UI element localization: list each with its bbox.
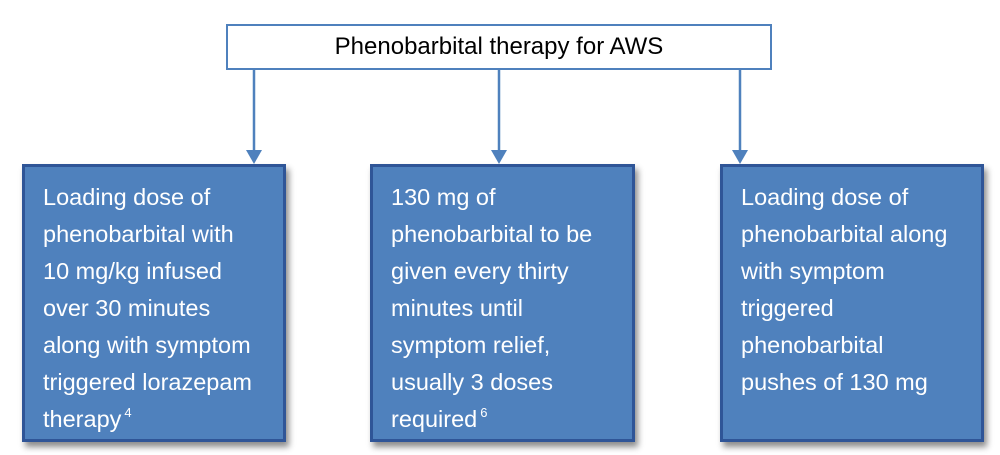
node-1-line: phenobarbital with (43, 221, 234, 247)
node-3-line: pushes of 130 mg (741, 369, 928, 395)
arrowhead-3 (732, 150, 748, 164)
node-1-line: 10 mg/kg infused (43, 258, 222, 284)
arrowhead-2 (491, 150, 507, 164)
option-node-130mg-every-30min: 130 mg of phenobarbital to be given ever… (370, 164, 635, 442)
root-node: Phenobarbital therapy for AWS (226, 24, 772, 70)
reference-superscript: 4 (124, 405, 132, 420)
node-1-line-text: therapy (43, 406, 122, 432)
root-node-label: Phenobarbital therapy for AWS (334, 33, 664, 60)
node-2-line: phenobarbital to be (391, 221, 593, 247)
node-2-line: minutes until (391, 295, 523, 321)
node-2-line: 130 mg of (391, 184, 496, 210)
node-2-line: usually 3 doses (391, 369, 553, 395)
option-node-loading-dose-phenobarbital-pushes: Loading dose of phenobarbital along with… (720, 164, 984, 442)
node-2-line-text: required (391, 406, 478, 432)
node-3-line: phenobarbital (741, 332, 884, 358)
node-2-line: given every thirty (391, 258, 569, 284)
node-2-line: symptom relief, (391, 332, 551, 358)
node-3-line: triggered (741, 295, 834, 321)
node-1-line: over 30 minutes (43, 295, 211, 321)
option-node-loading-dose-lorazepam: Loading dose of phenobarbital with 10 mg… (22, 164, 286, 442)
node-1-line: Loading dose of (43, 184, 211, 210)
node-1-line: triggered lorazepam (43, 369, 252, 395)
node-3-line: Loading dose of (741, 184, 909, 210)
node-1-line: along with symptom (43, 332, 251, 358)
node-3-line: phenobarbital along (741, 221, 948, 247)
reference-superscript: 6 (480, 405, 488, 420)
node-3-line: with symptom (741, 258, 885, 284)
arrowhead-1 (246, 150, 262, 164)
